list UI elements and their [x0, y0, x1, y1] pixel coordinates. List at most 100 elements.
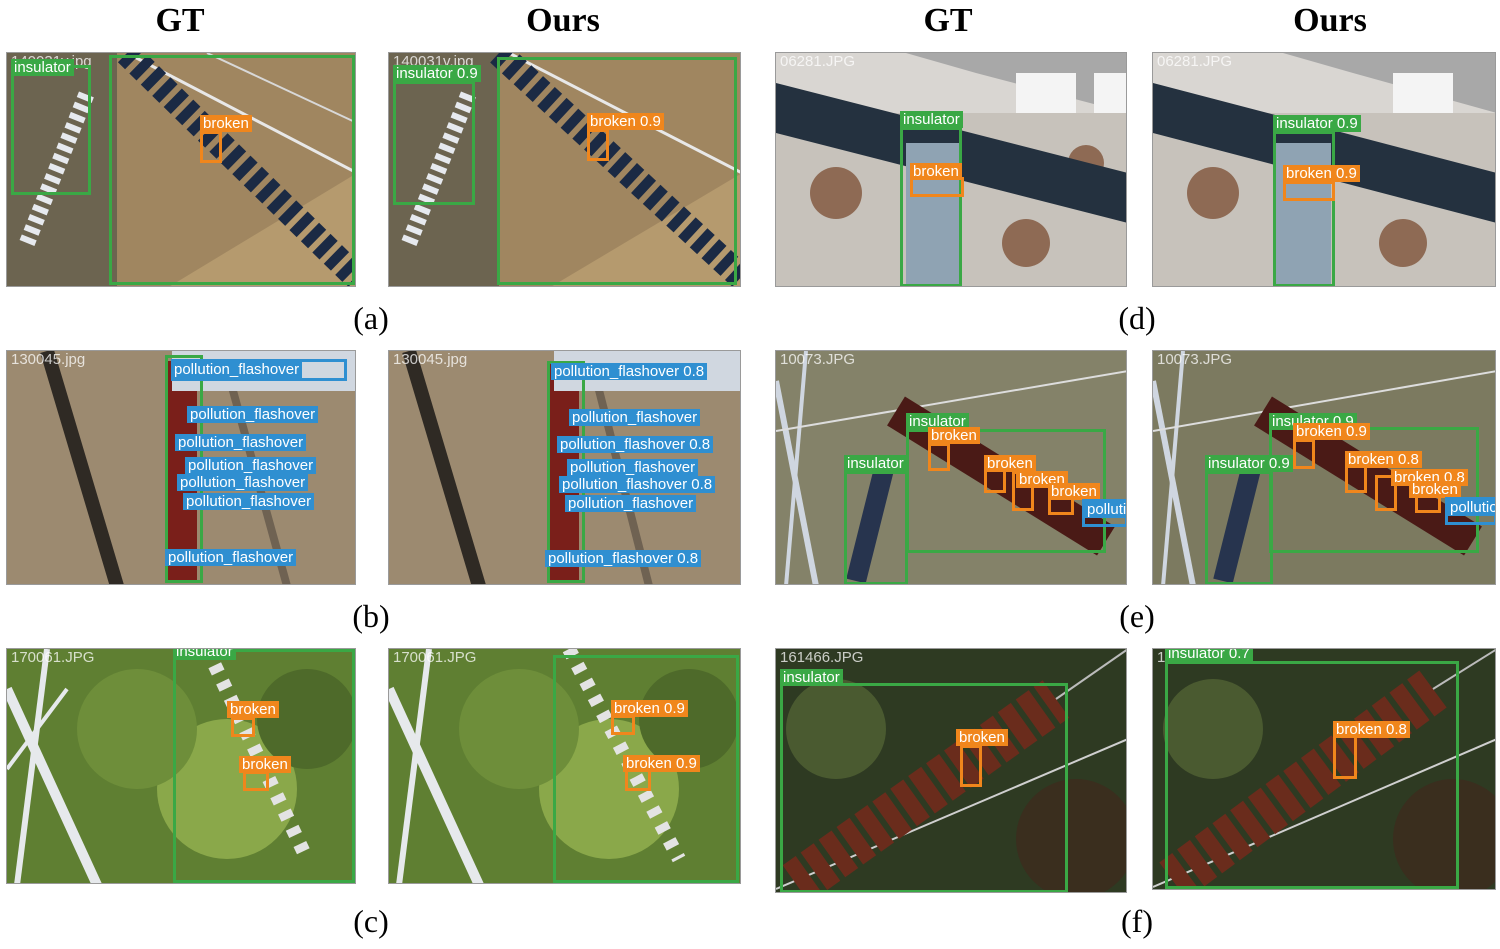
broken-label: broken: [910, 163, 962, 180]
photo-a-ours: [389, 53, 740, 286]
photo-c-gt: [7, 649, 355, 883]
pollution-label: pollution_flashover: [183, 493, 315, 510]
filename-f: 161466.JPG: [780, 649, 864, 666]
insulator-box: [844, 471, 908, 584]
insulator-box: [11, 65, 91, 195]
insulator-label: insulator: [11, 59, 74, 76]
pollution-label: pollution_flashover: [171, 361, 303, 378]
header-ours-left: Ours: [526, 2, 600, 39]
filename-d: 06281.JPG: [1157, 53, 1233, 70]
photo-e-gt: [776, 351, 1126, 584]
broken-box: [910, 177, 964, 197]
broken-box: [1333, 735, 1357, 779]
insulator-label: insulator: [173, 649, 236, 660]
filename-b: 130045.jpg: [393, 351, 468, 368]
insulator-box: [497, 57, 737, 285]
broken-label: broken 0.9: [1283, 165, 1360, 182]
photo-a-gt: [7, 53, 355, 286]
pollution-label: pollution_flashover: [187, 406, 319, 423]
broken-label: broken 0.8: [1333, 721, 1410, 738]
panel-e-gt: 10073.JPG insulator insulator broken bro…: [775, 350, 1127, 585]
broken-box: [587, 129, 609, 161]
insulator-box: [900, 127, 962, 286]
broken-label: broken: [984, 455, 1036, 472]
panel-a-ours: 140031v.jpg insulator 0.9 broken 0.9: [388, 52, 741, 287]
panel-c-gt: 170061.JPG insulator broken broken: [6, 648, 356, 884]
header-gt-right: GT: [923, 2, 973, 39]
pollution-label: pollution_flashover: [1447, 499, 1495, 516]
broken-label: broken 0.8: [1345, 451, 1422, 468]
caption-f: (f): [1121, 903, 1153, 939]
panel-e-ours: 10073.JPG insulator 0.9 insulator 0.9 br…: [1152, 350, 1496, 585]
insulator-label: insulator 0.9: [1273, 115, 1361, 132]
panel-b-gt: 130045.jpg pollution_flashover pollution…: [6, 350, 356, 585]
pollution-label: pollution_flashover: [175, 434, 307, 451]
panel-f-ours: 161466.JPG insulator 0.7 broken 0.8: [1152, 648, 1496, 890]
caption-a: (a): [353, 300, 389, 336]
broken-box: [625, 769, 651, 791]
pollution-label: pollution_flashover 0.8: [551, 363, 708, 380]
photo-f-ours: [1153, 649, 1495, 889]
broken-label: broken: [956, 729, 1008, 746]
pollution-label: pollution_flashover: [565, 495, 697, 512]
insulator-label: insulator 0.9: [1205, 455, 1293, 472]
pollution-label: pollution_flashover: [185, 457, 317, 474]
caption-e: (e): [1119, 598, 1155, 634]
filename-d: 06281.JPG: [780, 53, 856, 70]
broken-label: broken: [928, 427, 980, 444]
insulator-box: [1205, 471, 1273, 584]
broken-box: [1293, 439, 1315, 469]
header-gt-left: GT: [155, 2, 205, 39]
filename-c: 170061.JPG: [393, 649, 477, 666]
insulator-label: insulator: [906, 413, 969, 430]
broken-box: [1375, 475, 1397, 511]
insulator-box: [393, 81, 475, 205]
panel-b-ours: 130045.jpg pollution_flashover 0.8 pollu…: [388, 350, 741, 585]
broken-label: broken: [239, 756, 291, 773]
insulator-label: insulator: [780, 669, 843, 686]
caption-c: (c): [353, 903, 389, 939]
filename-e: 10073.JPG: [780, 351, 856, 368]
panel-c-ours: 170061.JPG broken 0.9 broken 0.9: [388, 648, 741, 884]
insulator-label: insulator: [844, 455, 907, 472]
filename-e: 10073.JPG: [1157, 351, 1233, 368]
caption-d: (d): [1118, 300, 1156, 336]
panel-f-gt: 161466.JPG insulator broken: [775, 648, 1127, 893]
insulator-label: insulator 0.7: [1165, 649, 1253, 662]
header-ours-right: Ours: [1293, 2, 1367, 39]
insulator-label: insulator: [900, 111, 963, 128]
panel-d-gt: 06281.JPG insulator broken: [775, 52, 1127, 287]
broken-label: broken 0.9: [587, 113, 664, 130]
photo-c-ours: [389, 649, 740, 883]
insulator-box: [553, 655, 739, 883]
pollution-label: pollution_flashover: [569, 409, 701, 426]
insulator-box: [109, 55, 355, 285]
broken-box: [960, 745, 982, 787]
pollution-label: pollution_flashover: [567, 459, 699, 476]
broken-label: broken 0.9: [623, 755, 700, 772]
insulator-label: insulator 0.9: [393, 65, 481, 82]
pollution-label: pollution_flashover: [1084, 501, 1126, 518]
broken-label: broken: [227, 701, 279, 718]
insulator-box: [780, 683, 1068, 892]
broken-box: [1283, 181, 1335, 201]
caption-b: (b): [352, 598, 390, 634]
insulator-box: [173, 649, 355, 883]
broken-box: [611, 715, 635, 735]
panel-a-gt: 140031v.jpg insulator broken: [6, 52, 356, 287]
pollution-label: pollution_flashover: [165, 549, 297, 566]
pollution-label: pollution_flashover: [177, 474, 309, 491]
insulator-box: [1273, 131, 1335, 286]
broken-label: broken: [200, 115, 252, 132]
pollution-label: pollution_flashover 0.8: [559, 476, 716, 493]
broken-box: [200, 131, 222, 163]
broken-label: broken: [1048, 483, 1100, 500]
filename-b: 130045.jpg: [11, 351, 86, 368]
broken-label: broken: [1409, 481, 1461, 498]
filename-c: 170061.JPG: [11, 649, 95, 666]
insulator-box: [1165, 661, 1459, 889]
pollution-label: pollution_flashover 0.8: [545, 550, 702, 567]
broken-box: [231, 717, 255, 737]
pollution-label: pollution_flashover 0.8: [557, 436, 714, 453]
broken-label: broken 0.9: [1293, 423, 1370, 440]
